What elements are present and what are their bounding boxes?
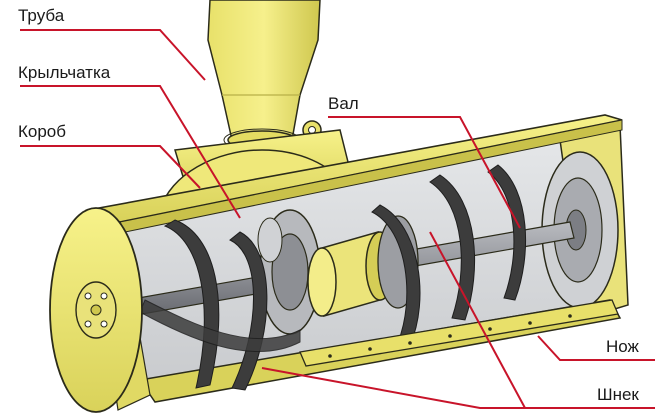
- label-shaft: Вал: [328, 94, 359, 113]
- leader-auger-1: [261, 367, 655, 409]
- left-end-plate: [49, 207, 151, 413]
- auger-flights: [139, 164, 527, 391]
- leader-shaft: [328, 116, 521, 229]
- label-auger: Шнек: [597, 385, 639, 404]
- label-housing: Короб: [18, 122, 67, 141]
- leader-knife: [537, 335, 655, 361]
- discharge-pipe: [207, 0, 322, 152]
- label-pipe: Труба: [18, 6, 65, 25]
- label-impeller: Крыльчатка: [18, 63, 111, 82]
- leader-impeller: [20, 85, 241, 219]
- leader-housing: [20, 145, 201, 189]
- knife-blade: [299, 299, 619, 367]
- leader-pipe: [20, 29, 206, 81]
- leader-lines: [20, 29, 655, 409]
- label-knife: Нож: [606, 337, 639, 356]
- leader-auger-2: [429, 231, 526, 409]
